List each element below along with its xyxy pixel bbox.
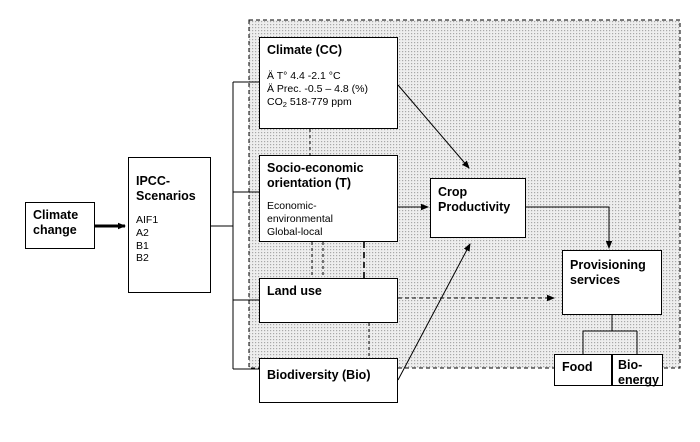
- provisioning-services-box: Provisioning services: [562, 250, 662, 315]
- food-box: Food: [554, 354, 612, 386]
- land-use-box: Land use: [259, 278, 398, 323]
- ipcc-scenarios-box: IPCC-Scenarios AIF1 A2 B1 B2: [128, 157, 211, 293]
- socio-line-economic: Economic-: [267, 200, 317, 212]
- ipcc-connector-bracket: [211, 81, 259, 370]
- climate-co2: CO2 518-779 ppm: [267, 96, 390, 109]
- climate-temperature: Ä T° 4.4 -2.1 °C: [267, 70, 341, 82]
- bioenergy-title: Bio-energy: [618, 358, 659, 387]
- arrow-biodiversity-to-crop: [397, 243, 471, 381]
- arrow-climate-to-crop: [397, 84, 470, 169]
- climate-change-box: Climate change: [25, 202, 95, 249]
- climate-title: Climate (CC): [267, 43, 343, 57]
- ipcc-scenario-aif1: AIF1: [136, 214, 159, 226]
- socio-title: Socio-economic orientation (T): [267, 161, 364, 190]
- ipcc-scenario-b2: B2: [136, 252, 149, 265]
- climate-precipitation: Ä Prec. -0.5 – 4.8 (%): [267, 82, 368, 95]
- ipcc-title: IPCC-Scenarios: [136, 174, 196, 203]
- ipcc-scenario-a2: A2: [136, 226, 149, 239]
- climate-change-title: Climate change: [33, 208, 79, 237]
- co2-prefix: CO: [267, 95, 283, 108]
- arrow-crop-to-provisioning: [526, 206, 613, 249]
- co2-subscript: 2: [282, 99, 287, 109]
- socio-line-environmental: environmental: [267, 212, 333, 225]
- food-title: Food: [562, 360, 593, 374]
- bioenergy-box: Bio-energy: [612, 354, 663, 387]
- socio-line-global-local: Global-local: [267, 225, 323, 238]
- socio-economic-box: Socio-economic orientation (T) Economic-…: [259, 155, 398, 242]
- provisioning-title: Provisioning services: [570, 258, 646, 287]
- co2-range: 518-779 ppm: [286, 95, 352, 108]
- ipcc-scenario-b1: B1: [136, 239, 149, 252]
- climate-box: Climate (CC) Ä T° 4.4 -2.1 °C Ä Prec. -0…: [259, 37, 398, 129]
- land-use-title: Land use: [267, 284, 322, 298]
- crop-productivity-box: Crop Productivity: [430, 178, 526, 238]
- provisioning-split-connector: [582, 315, 638, 354]
- dashed-interactions: [309, 129, 370, 358]
- crop-title: Crop Productivity: [438, 185, 511, 214]
- biodiversity-box: Biodiversity (Bio): [259, 358, 398, 403]
- biodiversity-title: Biodiversity (Bio): [267, 368, 371, 382]
